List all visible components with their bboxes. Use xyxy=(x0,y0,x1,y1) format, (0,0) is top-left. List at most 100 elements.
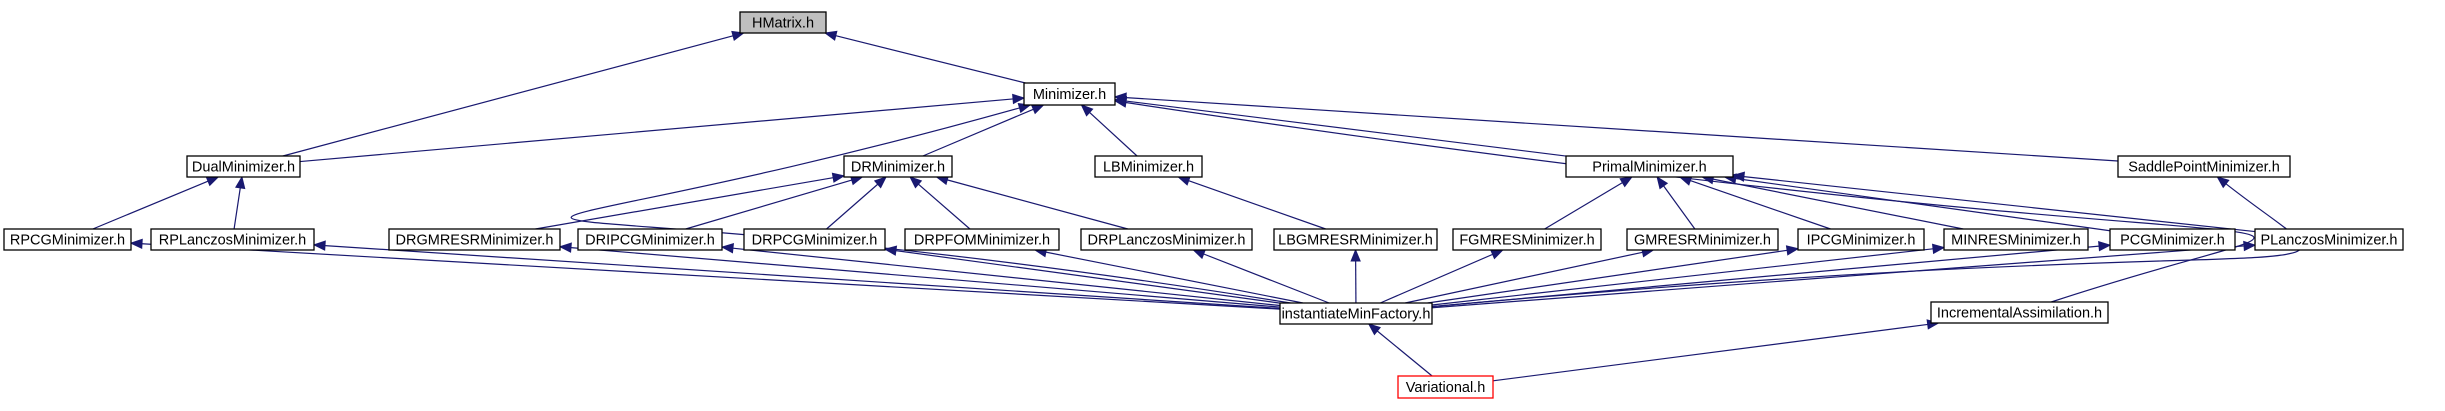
edge-line xyxy=(1188,180,1326,230)
edge-line xyxy=(826,183,879,230)
node-saddle[interactable]: SaddlePointMinimizer.h xyxy=(2117,155,2291,178)
edge-line xyxy=(1427,249,1788,304)
edge-line xyxy=(570,247,1281,308)
node-box[interactable] xyxy=(1094,155,1203,178)
node-box[interactable] xyxy=(3,228,132,251)
node-drpfom[interactable]: DRPFOMMinimizer.h xyxy=(904,228,1060,251)
edge-line xyxy=(92,180,209,230)
edge-factory-to-rpcg xyxy=(129,238,1281,310)
node-label: PrimalMinimizer.h xyxy=(1592,160,1706,176)
node-box[interactable] xyxy=(1452,228,1602,251)
node-minres[interactable]: MINRESMinimizer.h xyxy=(1943,228,2089,251)
arrow-head-icon xyxy=(2243,240,2257,252)
node-label: FGMRESMinimizer.h xyxy=(1459,233,1594,249)
node-label: IPCGMinimizer.h xyxy=(1807,233,1916,249)
node-label: LBMinimizer.h xyxy=(1103,160,1194,176)
node-drplanczos[interactable]: DRPLanczosMinimizer.h xyxy=(1080,228,1253,251)
node-label: PLanczosMinimizer.h xyxy=(2261,233,2398,249)
edge-drpcg-to-drmin xyxy=(826,176,887,230)
node-dual[interactable]: DualMinimizer.h xyxy=(186,155,301,178)
arrow-head-icon xyxy=(235,175,246,190)
node-box[interactable] xyxy=(186,155,301,178)
edge-line xyxy=(535,177,834,230)
edge-line xyxy=(324,244,1281,310)
node-box[interactable] xyxy=(1565,155,1734,178)
node-variational[interactable]: Variational.h xyxy=(1397,375,1494,399)
node-box[interactable] xyxy=(1626,228,1779,251)
node-label: DRGMRESRMinimizer.h xyxy=(396,233,554,249)
arrow-head-icon xyxy=(1012,93,1026,105)
node-minimizer[interactable]: Minimizer.h xyxy=(1023,82,1116,106)
node-fgmres[interactable]: FGMRESMinimizer.h xyxy=(1452,228,1602,251)
node-label: HMatrix.h xyxy=(752,16,814,32)
node-box[interactable] xyxy=(904,228,1060,251)
node-box[interactable] xyxy=(2254,228,2404,251)
node-box[interactable] xyxy=(2117,155,2291,178)
node-planczos[interactable]: PLanczosMinimizer.h xyxy=(2254,228,2404,251)
node-box[interactable] xyxy=(1273,228,1438,251)
node-lbmin[interactable]: LBMinimizer.h xyxy=(1094,155,1203,178)
arrow-head-icon xyxy=(1656,175,1669,190)
edge-line xyxy=(1125,101,2255,303)
edges-layer xyxy=(92,30,2303,382)
node-box[interactable] xyxy=(1080,228,1253,251)
node-box[interactable] xyxy=(577,228,723,251)
node-primal[interactable]: PrimalMinimizer.h xyxy=(1565,155,1734,178)
node-box[interactable] xyxy=(739,11,827,34)
edge-factory-to-drgmresr xyxy=(558,242,1281,308)
arrow-head-icon xyxy=(1080,104,1094,117)
edge-line xyxy=(1431,183,2303,308)
arrow-head-icon xyxy=(1113,97,1128,108)
edge-drgmresr-to-drmin xyxy=(535,172,846,230)
node-label: IncrementalAssimilation.h xyxy=(1937,306,2102,322)
node-box[interactable] xyxy=(1023,82,1116,106)
node-lbgmresr[interactable]: LBGMRESRMinimizer.h xyxy=(1273,228,1438,251)
node-label: SaddlePointMinimizer.h xyxy=(2128,160,2280,176)
node-factory[interactable]: instantiateMinFactory.h xyxy=(1279,302,1433,325)
node-box[interactable] xyxy=(1930,301,2109,324)
node-box[interactable] xyxy=(1279,302,1433,325)
edge-line xyxy=(1544,182,1623,230)
node-label: instantiateMinFactory.h xyxy=(1282,307,1431,323)
edge-variational-to-factory xyxy=(1367,323,1433,377)
edge-factory-to-dripcg xyxy=(720,243,1281,307)
node-box[interactable] xyxy=(743,228,886,251)
node-box[interactable] xyxy=(150,228,315,251)
arrow-head-icon xyxy=(1367,323,1382,336)
edge-line xyxy=(835,35,1026,84)
arrow-head-icon xyxy=(1931,243,1946,255)
node-incremental[interactable]: IncrementalAssimilation.h xyxy=(1930,301,2109,324)
node-rpcg[interactable]: RPCGMinimizer.h xyxy=(3,228,132,251)
edge-line xyxy=(282,35,734,157)
node-box[interactable] xyxy=(388,228,561,251)
edge-line xyxy=(947,179,1129,230)
edge-fgmres-to-primal xyxy=(1544,176,1634,230)
arrow-head-icon xyxy=(205,176,220,187)
edge-factory-to-saddle xyxy=(1431,176,2303,308)
node-box[interactable] xyxy=(1397,375,1494,399)
node-gmresr[interactable]: GMRESRMinimizer.h xyxy=(1626,228,1779,251)
arrow-head-icon xyxy=(558,242,572,253)
edge-line xyxy=(1712,178,1964,230)
node-drgmresr[interactable]: DRGMRESRMinimizer.h xyxy=(388,228,561,251)
node-box[interactable] xyxy=(1797,228,1925,251)
node-box[interactable] xyxy=(843,155,953,178)
node-drmin[interactable]: DRMinimizer.h xyxy=(843,155,953,178)
edge-line xyxy=(1431,245,2245,309)
node-drpcg[interactable]: DRPCGMinimizer.h xyxy=(743,228,886,251)
node-dripcg[interactable]: DRIPCGMinimizer.h xyxy=(577,228,723,251)
node-hmatrix[interactable]: HMatrix.h xyxy=(739,11,827,34)
edge-factory-to-planczos xyxy=(1431,240,2257,309)
node-box[interactable] xyxy=(2109,228,2236,251)
edge-minimizer-to-hmatrix xyxy=(823,30,1026,84)
node-ipcg[interactable]: IPCGMinimizer.h xyxy=(1797,228,1925,251)
node-box[interactable] xyxy=(1943,228,2089,251)
node-pcg[interactable]: PCGMinimizer.h xyxy=(2109,228,2236,251)
arrow-head-icon xyxy=(873,176,887,189)
edge-drpfom-to-drmin xyxy=(909,176,971,230)
edge-minres-to-primal xyxy=(1700,174,1964,230)
node-rplanczos[interactable]: RPLanczosMinimizer.h xyxy=(150,228,315,251)
arrow-head-icon xyxy=(823,30,838,41)
